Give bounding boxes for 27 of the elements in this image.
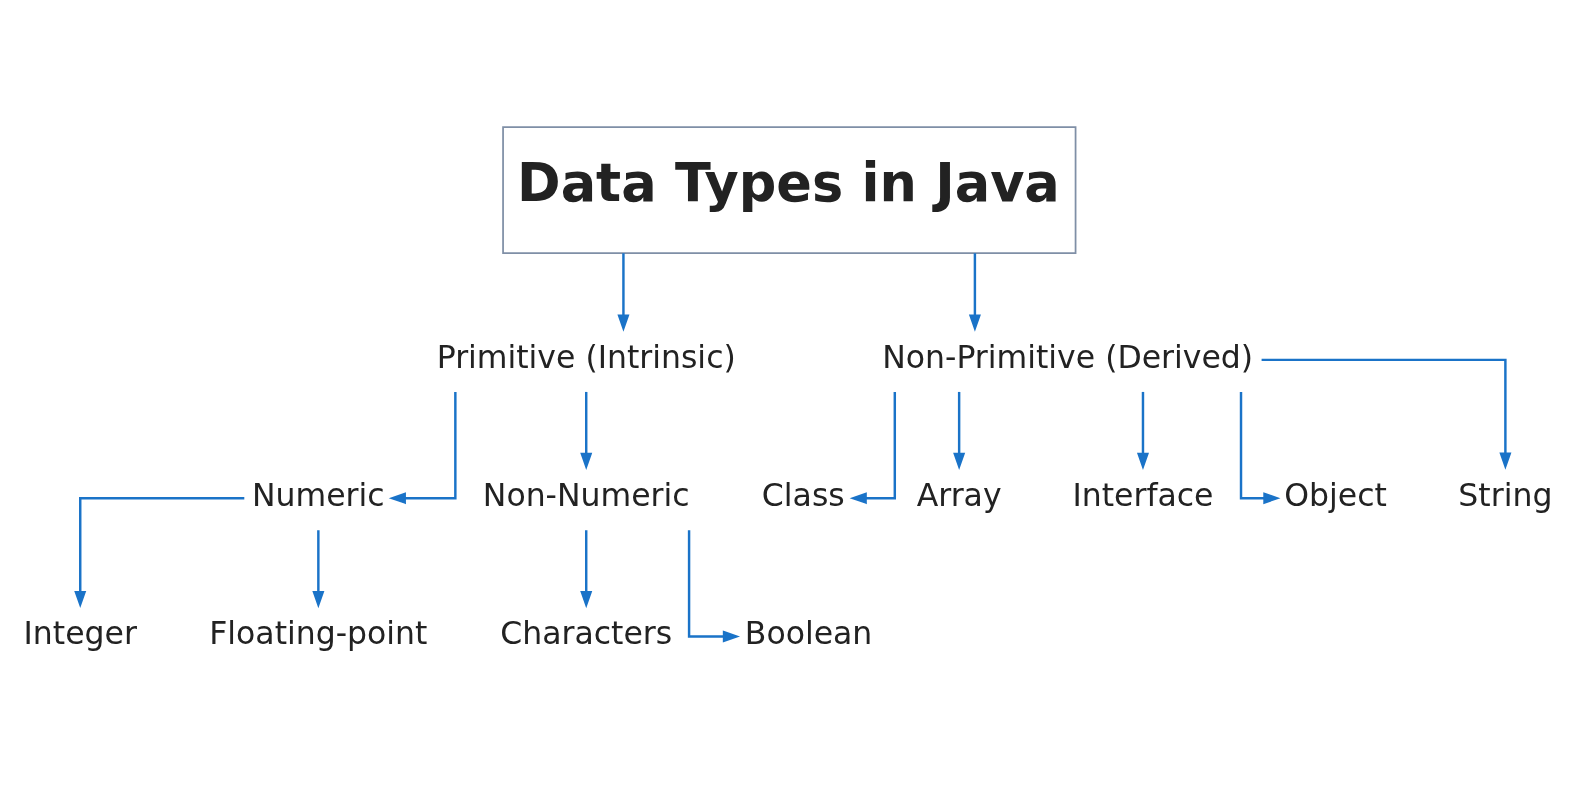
node-text: Non-Numeric (482, 476, 690, 513)
node-text: Floating-point (209, 615, 428, 652)
arrow (388, 391, 457, 505)
arrow (953, 391, 966, 470)
arrow (1136, 391, 1149, 470)
arrow (1239, 391, 1281, 505)
node-text: Object (1284, 476, 1387, 513)
node-text: String (1458, 476, 1553, 513)
arrow (687, 530, 740, 643)
arrow (1261, 358, 1512, 470)
node-text: Boolean (744, 615, 873, 652)
arrow (74, 496, 245, 609)
node-text: Array (916, 476, 1002, 513)
node-box: Data Types in Java (502, 126, 1077, 254)
arrow (580, 391, 593, 470)
node-text: Interface (1072, 476, 1214, 513)
arrow (617, 253, 630, 332)
node-text: Integer (23, 615, 137, 652)
node-text: Numeric (252, 476, 385, 513)
arrow (968, 253, 981, 332)
node-text: Class (761, 476, 845, 513)
node-text: Characters (500, 615, 673, 652)
node-text: Non-Primitive (Derived) (882, 338, 1254, 375)
node-text: Primitive (Intrinsic) (436, 338, 736, 375)
arrow (849, 391, 897, 505)
arrow (580, 530, 593, 609)
arrow (312, 530, 325, 609)
